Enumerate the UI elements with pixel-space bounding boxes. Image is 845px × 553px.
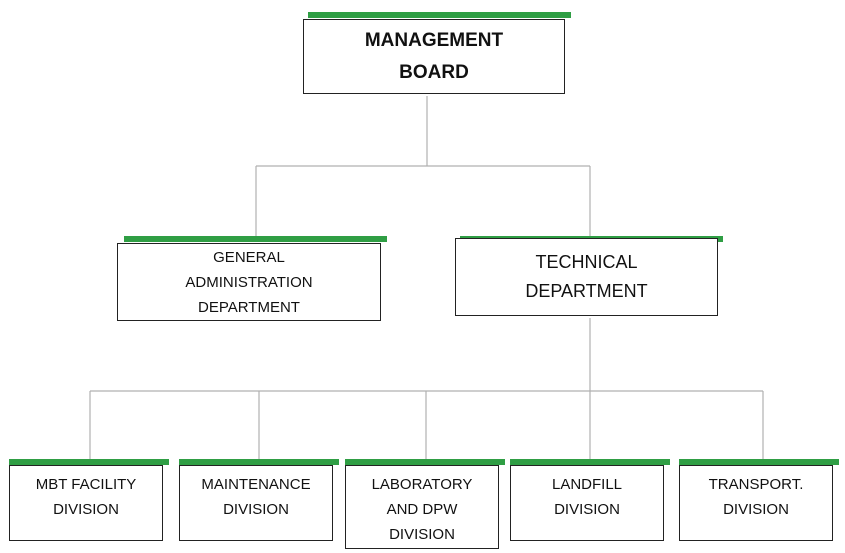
node-accent-bar xyxy=(345,459,505,465)
node-box: TRANSPORT. DIVISION xyxy=(679,465,833,541)
maintenance-division-node: MAINTENANCE DIVISION xyxy=(179,459,339,543)
node-box: GENERAL ADMINISTRATION DEPARTMENT xyxy=(117,243,381,321)
maintenance-division-label: MAINTENANCE DIVISION xyxy=(201,476,311,518)
mbt-facility-division-node: MBT FACILITY DIVISION xyxy=(9,459,169,543)
technical-department-node: TECHNICAL DEPARTMENT xyxy=(455,236,723,318)
node-accent-bar xyxy=(510,459,670,465)
mbt-facility-division-label: MBT FACILITY DIVISION xyxy=(35,476,137,518)
technical-department-label: TECHNICAL DEPARTMENT xyxy=(525,252,648,301)
laboratory-dpw-division-label: LABORATORY AND DPW DIVISION xyxy=(371,476,473,543)
management-board-node: MANAGEMENT BOARD xyxy=(303,12,571,96)
node-box: MANAGEMENT BOARD xyxy=(303,19,565,94)
landfill-division-label: LANDFILL DIVISION xyxy=(551,476,623,518)
transport-division-node: TRANSPORT. DIVISION xyxy=(679,459,839,543)
node-accent-bar xyxy=(124,236,387,242)
node-box: LABORATORY AND DPW DIVISION xyxy=(345,465,499,549)
landfill-division-node: LANDFILL DIVISION xyxy=(510,459,670,543)
node-accent-bar xyxy=(679,459,839,465)
node-accent-bar xyxy=(308,12,571,18)
node-box: MBT FACILITY DIVISION xyxy=(9,465,163,541)
node-box: TECHNICAL DEPARTMENT xyxy=(455,238,718,316)
node-accent-bar xyxy=(9,459,169,465)
laboratory-dpw-division-node: LABORATORY AND DPW DIVISION xyxy=(345,459,505,551)
general-administration-label: GENERAL ADMINISTRATION DEPARTMENT xyxy=(185,248,313,316)
general-administration-node: GENERAL ADMINISTRATION DEPARTMENT xyxy=(117,236,387,322)
management-board-label: MANAGEMENT BOARD xyxy=(364,29,504,83)
node-accent-bar xyxy=(179,459,339,465)
node-box: LANDFILL DIVISION xyxy=(510,465,664,541)
node-box: MAINTENANCE DIVISION xyxy=(179,465,333,541)
transport-division-label: TRANSPORT. DIVISION xyxy=(708,476,804,518)
